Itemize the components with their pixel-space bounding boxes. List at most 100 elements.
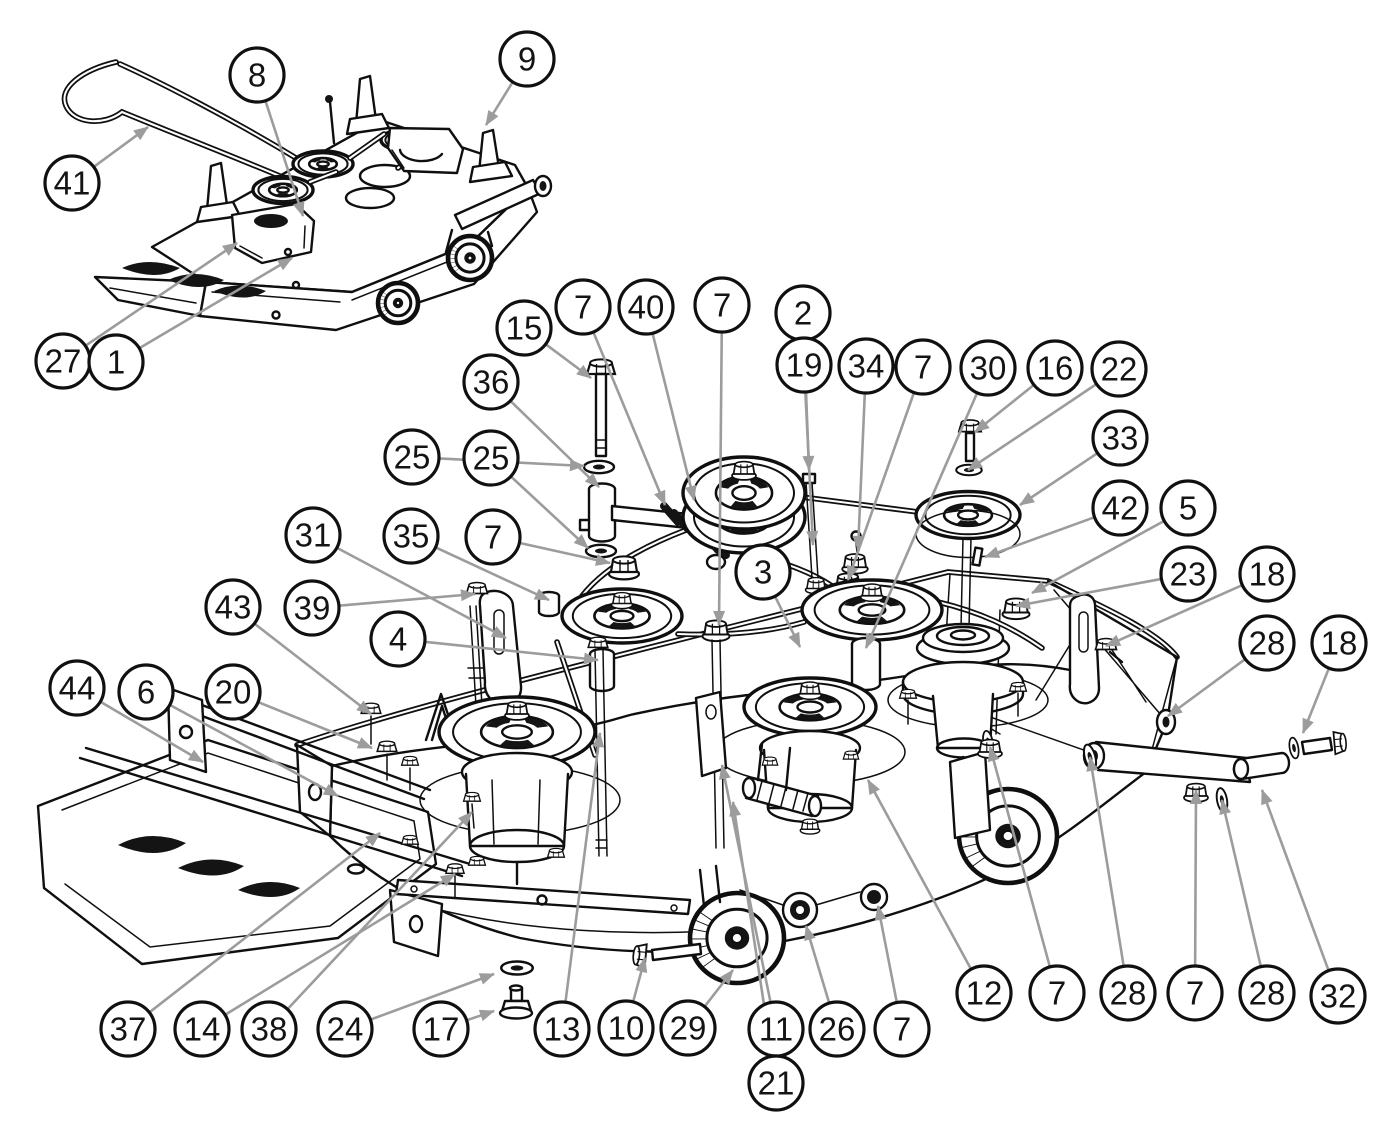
leader-line-5 — [1031, 519, 1165, 595]
drive-belt-41 — [61, 59, 311, 191]
leader-line-23 — [1015, 577, 1162, 610]
callout-number: 28 — [1110, 975, 1147, 1012]
leader-line-44 — [99, 700, 204, 764]
callout-number: 30 — [970, 350, 1007, 387]
leader-line-36 — [509, 399, 600, 488]
callout-number: 41 — [54, 165, 91, 202]
callout-bubble — [1026, 339, 1084, 397]
right-spindle-stack — [898, 419, 1028, 786]
leader-line-32 — [1260, 789, 1330, 972]
callout-number: 38 — [251, 1011, 288, 1048]
callout-bubble — [495, 299, 553, 357]
assembled-deck-caster-arm — [453, 174, 553, 231]
pivot-tube-36 — [578, 482, 617, 543]
callout-7: 7 — [894, 338, 952, 396]
callout-bubble — [1159, 479, 1217, 537]
callout-bubble — [498, 30, 556, 88]
callout-number: 13 — [544, 1011, 581, 1048]
caster-arm-right — [1068, 593, 1348, 814]
leader-line-34 — [852, 392, 867, 551]
callout-22: 22 — [1090, 340, 1148, 398]
axle-bolt-10 — [631, 942, 703, 969]
callout-number: 39 — [294, 590, 331, 627]
callout-number: 6 — [137, 674, 155, 711]
callout-7: 7 — [464, 508, 522, 566]
callout-bubble — [464, 508, 522, 566]
leader-line-7 — [519, 541, 611, 566]
callout-30: 30 — [959, 339, 1017, 397]
callout-7: 7 — [554, 278, 612, 336]
callout-bubble — [240, 1000, 298, 1058]
callout-39: 39 — [283, 579, 341, 637]
leader-line-30 — [864, 392, 979, 649]
callout-bubble — [228, 46, 286, 104]
callout-bubble — [43, 154, 101, 212]
callout-41: 41 — [43, 154, 101, 212]
callout-21: 21 — [747, 1054, 805, 1112]
assembled-deck-wheels — [377, 228, 494, 324]
callout-number: 8 — [248, 57, 266, 94]
leader-line-29 — [703, 969, 735, 1008]
leader-line-25 — [509, 475, 589, 549]
callout-number: 28 — [1249, 975, 1286, 1012]
callout-bubble — [693, 276, 751, 334]
leader-line-20 — [257, 700, 373, 750]
leader-line-7 — [713, 331, 726, 626]
callout-42: 42 — [1091, 479, 1149, 537]
left-spindle-assembly — [437, 695, 597, 886]
callout-bubble — [99, 1000, 157, 1058]
callout-23: 23 — [1159, 545, 1217, 603]
callout-number: 25 — [394, 439, 431, 476]
washer-25-top — [582, 459, 616, 475]
bolt-18b — [1287, 730, 1348, 760]
callout-bubble — [775, 336, 833, 394]
callout-bubble — [1310, 614, 1368, 672]
leader-line-14 — [224, 872, 456, 1017]
callout-number: 32 — [1320, 978, 1357, 1015]
callout-number: 1 — [107, 344, 125, 381]
callout-bubble — [1238, 545, 1296, 603]
callout-bubble — [837, 337, 895, 395]
callout-40: 40 — [617, 278, 675, 336]
callout-4: 4 — [369, 610, 427, 668]
callout-28: 28 — [1099, 964, 1157, 1022]
callout-number: 35 — [393, 518, 430, 555]
callout-bubble — [117, 663, 175, 721]
callout-bubble — [462, 353, 520, 411]
callout-number: 22 — [1101, 351, 1138, 388]
leader-line-35 — [434, 546, 550, 602]
leader-line-17 — [466, 1009, 495, 1022]
spacer-32 — [1232, 751, 1291, 781]
callout-44: 44 — [48, 659, 106, 717]
leader-line-38 — [286, 811, 473, 1011]
callout-bubble — [173, 1000, 231, 1058]
rear-gauge-wheel — [948, 729, 1059, 885]
callout-bubble — [1238, 614, 1296, 672]
leader-line-13 — [564, 732, 605, 1003]
callout-number: 33 — [1102, 420, 1139, 457]
callout-18: 18 — [1238, 545, 1296, 603]
callout-number: 24 — [327, 1011, 364, 1048]
leader-line-42 — [984, 515, 1096, 559]
callout-bubble — [1099, 964, 1157, 1022]
callout-bubble — [412, 1000, 470, 1058]
callout-bubble — [1238, 964, 1296, 1022]
callout-31: 31 — [284, 506, 342, 564]
leader-line-7 — [1189, 789, 1202, 967]
washer-25-bottom — [584, 543, 618, 559]
leader-line-31 — [336, 546, 507, 640]
callout-bubble — [1166, 964, 1224, 1022]
callout-number: 25 — [473, 440, 510, 477]
callout-number: 7 — [914, 349, 932, 386]
leader-line-7 — [846, 392, 916, 581]
callout-bubble — [316, 1000, 374, 1058]
callout-36: 36 — [462, 353, 520, 411]
callout-bubble — [1309, 967, 1367, 1025]
callout-number: 12 — [966, 975, 1003, 1012]
callout-bubble — [48, 659, 106, 717]
callout-bubble — [873, 1000, 931, 1058]
callout-bubble — [959, 339, 1017, 397]
callout-number: 7 — [1186, 975, 1204, 1012]
